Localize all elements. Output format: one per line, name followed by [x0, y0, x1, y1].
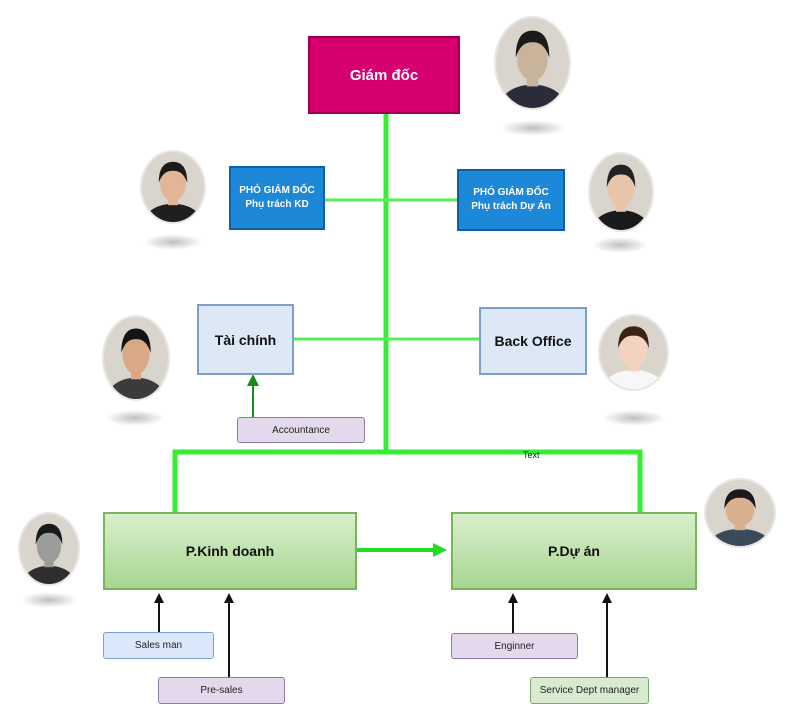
vice-kd-avatar-shadow: [143, 234, 203, 250]
finance-box[interactable]: Tài chính: [197, 304, 294, 375]
project-dept-box[interactable]: P.Dự án: [451, 512, 697, 590]
sales-dept-label: P.Kinh doanh: [185, 543, 275, 559]
vice-kd-subtitle: Phụ trách KD: [245, 199, 309, 210]
accountance-tag[interactable]: Accountance: [237, 417, 365, 443]
vice-kd-box[interactable]: PHÓ GIÁM ĐỐC Phụ trách KD: [229, 166, 325, 230]
back-office-box[interactable]: Back Office: [479, 307, 587, 375]
vice-du-an-subtitle: Phụ trách Dự Án: [471, 201, 551, 212]
project-avatar-icon: [704, 478, 776, 548]
pre-sales-tag[interactable]: Pre-sales: [158, 677, 285, 704]
vice-du-an-box[interactable]: PHÓ GIÁM ĐỐC Phụ trách Dự Án: [457, 169, 565, 231]
back-office-avatar-icon: [598, 314, 669, 391]
back-office-label: Back Office: [494, 333, 572, 349]
bus-connector: [172, 449, 643, 512]
sales-avatar-shadow: [20, 592, 78, 608]
engineer-label: Enginner: [494, 640, 535, 652]
back-office-avatar-shadow: [602, 410, 666, 426]
engineer-tag[interactable]: Enginner: [451, 633, 578, 659]
director-box[interactable]: Giám đốc: [308, 36, 460, 114]
accountance-label: Accountance: [272, 424, 330, 436]
finance-label: Tài chính: [214, 331, 277, 348]
finance-avatar-icon: [102, 315, 170, 401]
pre-sales-label: Pre-sales: [200, 685, 243, 696]
sales-man-label: Sales man: [134, 640, 183, 651]
director-label: Giám đốc: [349, 66, 419, 84]
vice-kd-avatar-icon: [140, 150, 206, 224]
service-manager-tag[interactable]: Service Dept manager: [530, 677, 649, 704]
service-manager-label: Service Dept manager: [539, 685, 640, 696]
director-avatar-shadow: [500, 120, 566, 136]
director-avatar-icon: [494, 16, 571, 110]
project-dept-label: P.Dự án: [548, 543, 600, 559]
vice-du-an-avatar-icon: [588, 152, 654, 232]
vice-kd-title: PHÓ GIÁM ĐỐC: [239, 185, 315, 196]
sales-avatar-icon: [18, 512, 80, 586]
sales-man-tag[interactable]: Sales man: [103, 632, 214, 659]
vice-du-an-avatar-shadow: [592, 237, 648, 253]
vice-du-an-title: PHÓ GIÁM ĐỐC: [473, 187, 549, 198]
sales-dept-box[interactable]: P.Kinh doanh: [103, 512, 357, 590]
finance-avatar-shadow: [105, 410, 165, 426]
bus-text-label: Text: [523, 450, 540, 460]
